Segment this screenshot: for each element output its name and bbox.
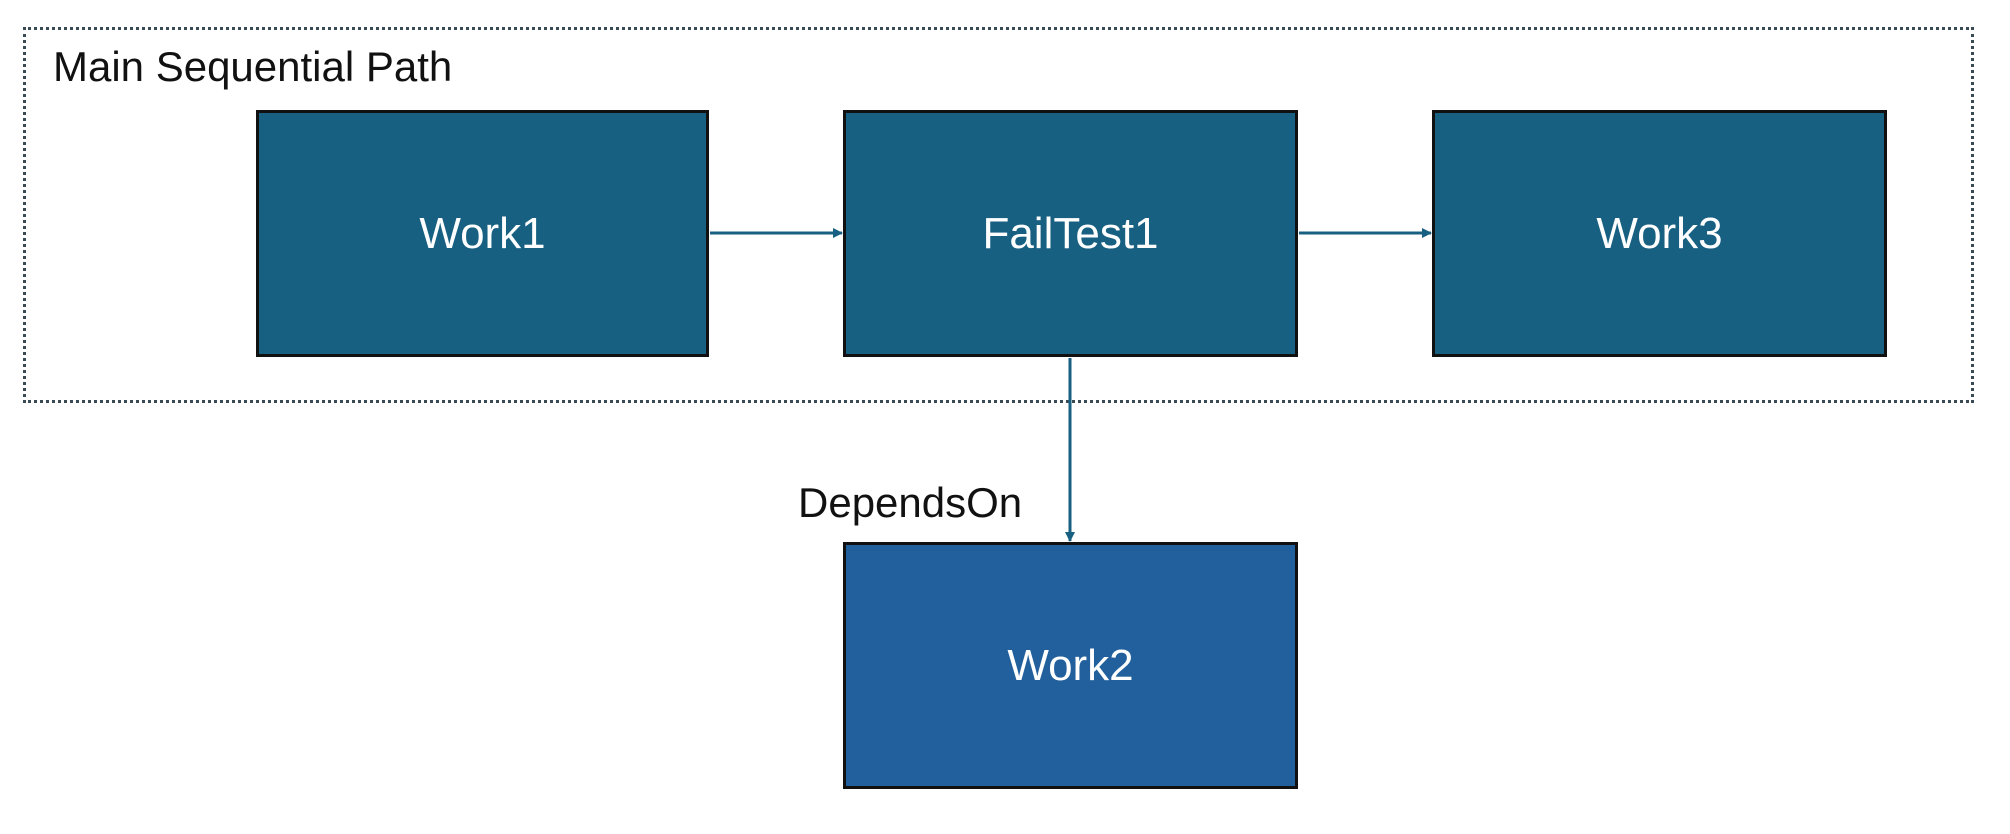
node-work2[interactable]: Work2: [843, 542, 1298, 789]
depends-on-label: DependsOn: [798, 479, 1023, 526]
group-label: Main Sequential Path: [53, 43, 453, 90]
node-work3-label: Work3: [1596, 208, 1723, 258]
node-work1-label: Work1: [419, 208, 546, 258]
node-work3[interactable]: Work3: [1432, 110, 1887, 357]
node-work2-label: Work2: [1007, 640, 1134, 690]
node-failtest1[interactable]: FailTest1: [843, 110, 1298, 357]
main-sequential-path-group: [23, 27, 1974, 403]
node-failtest1-label: FailTest1: [982, 208, 1159, 258]
node-work1[interactable]: Work1: [256, 110, 709, 357]
